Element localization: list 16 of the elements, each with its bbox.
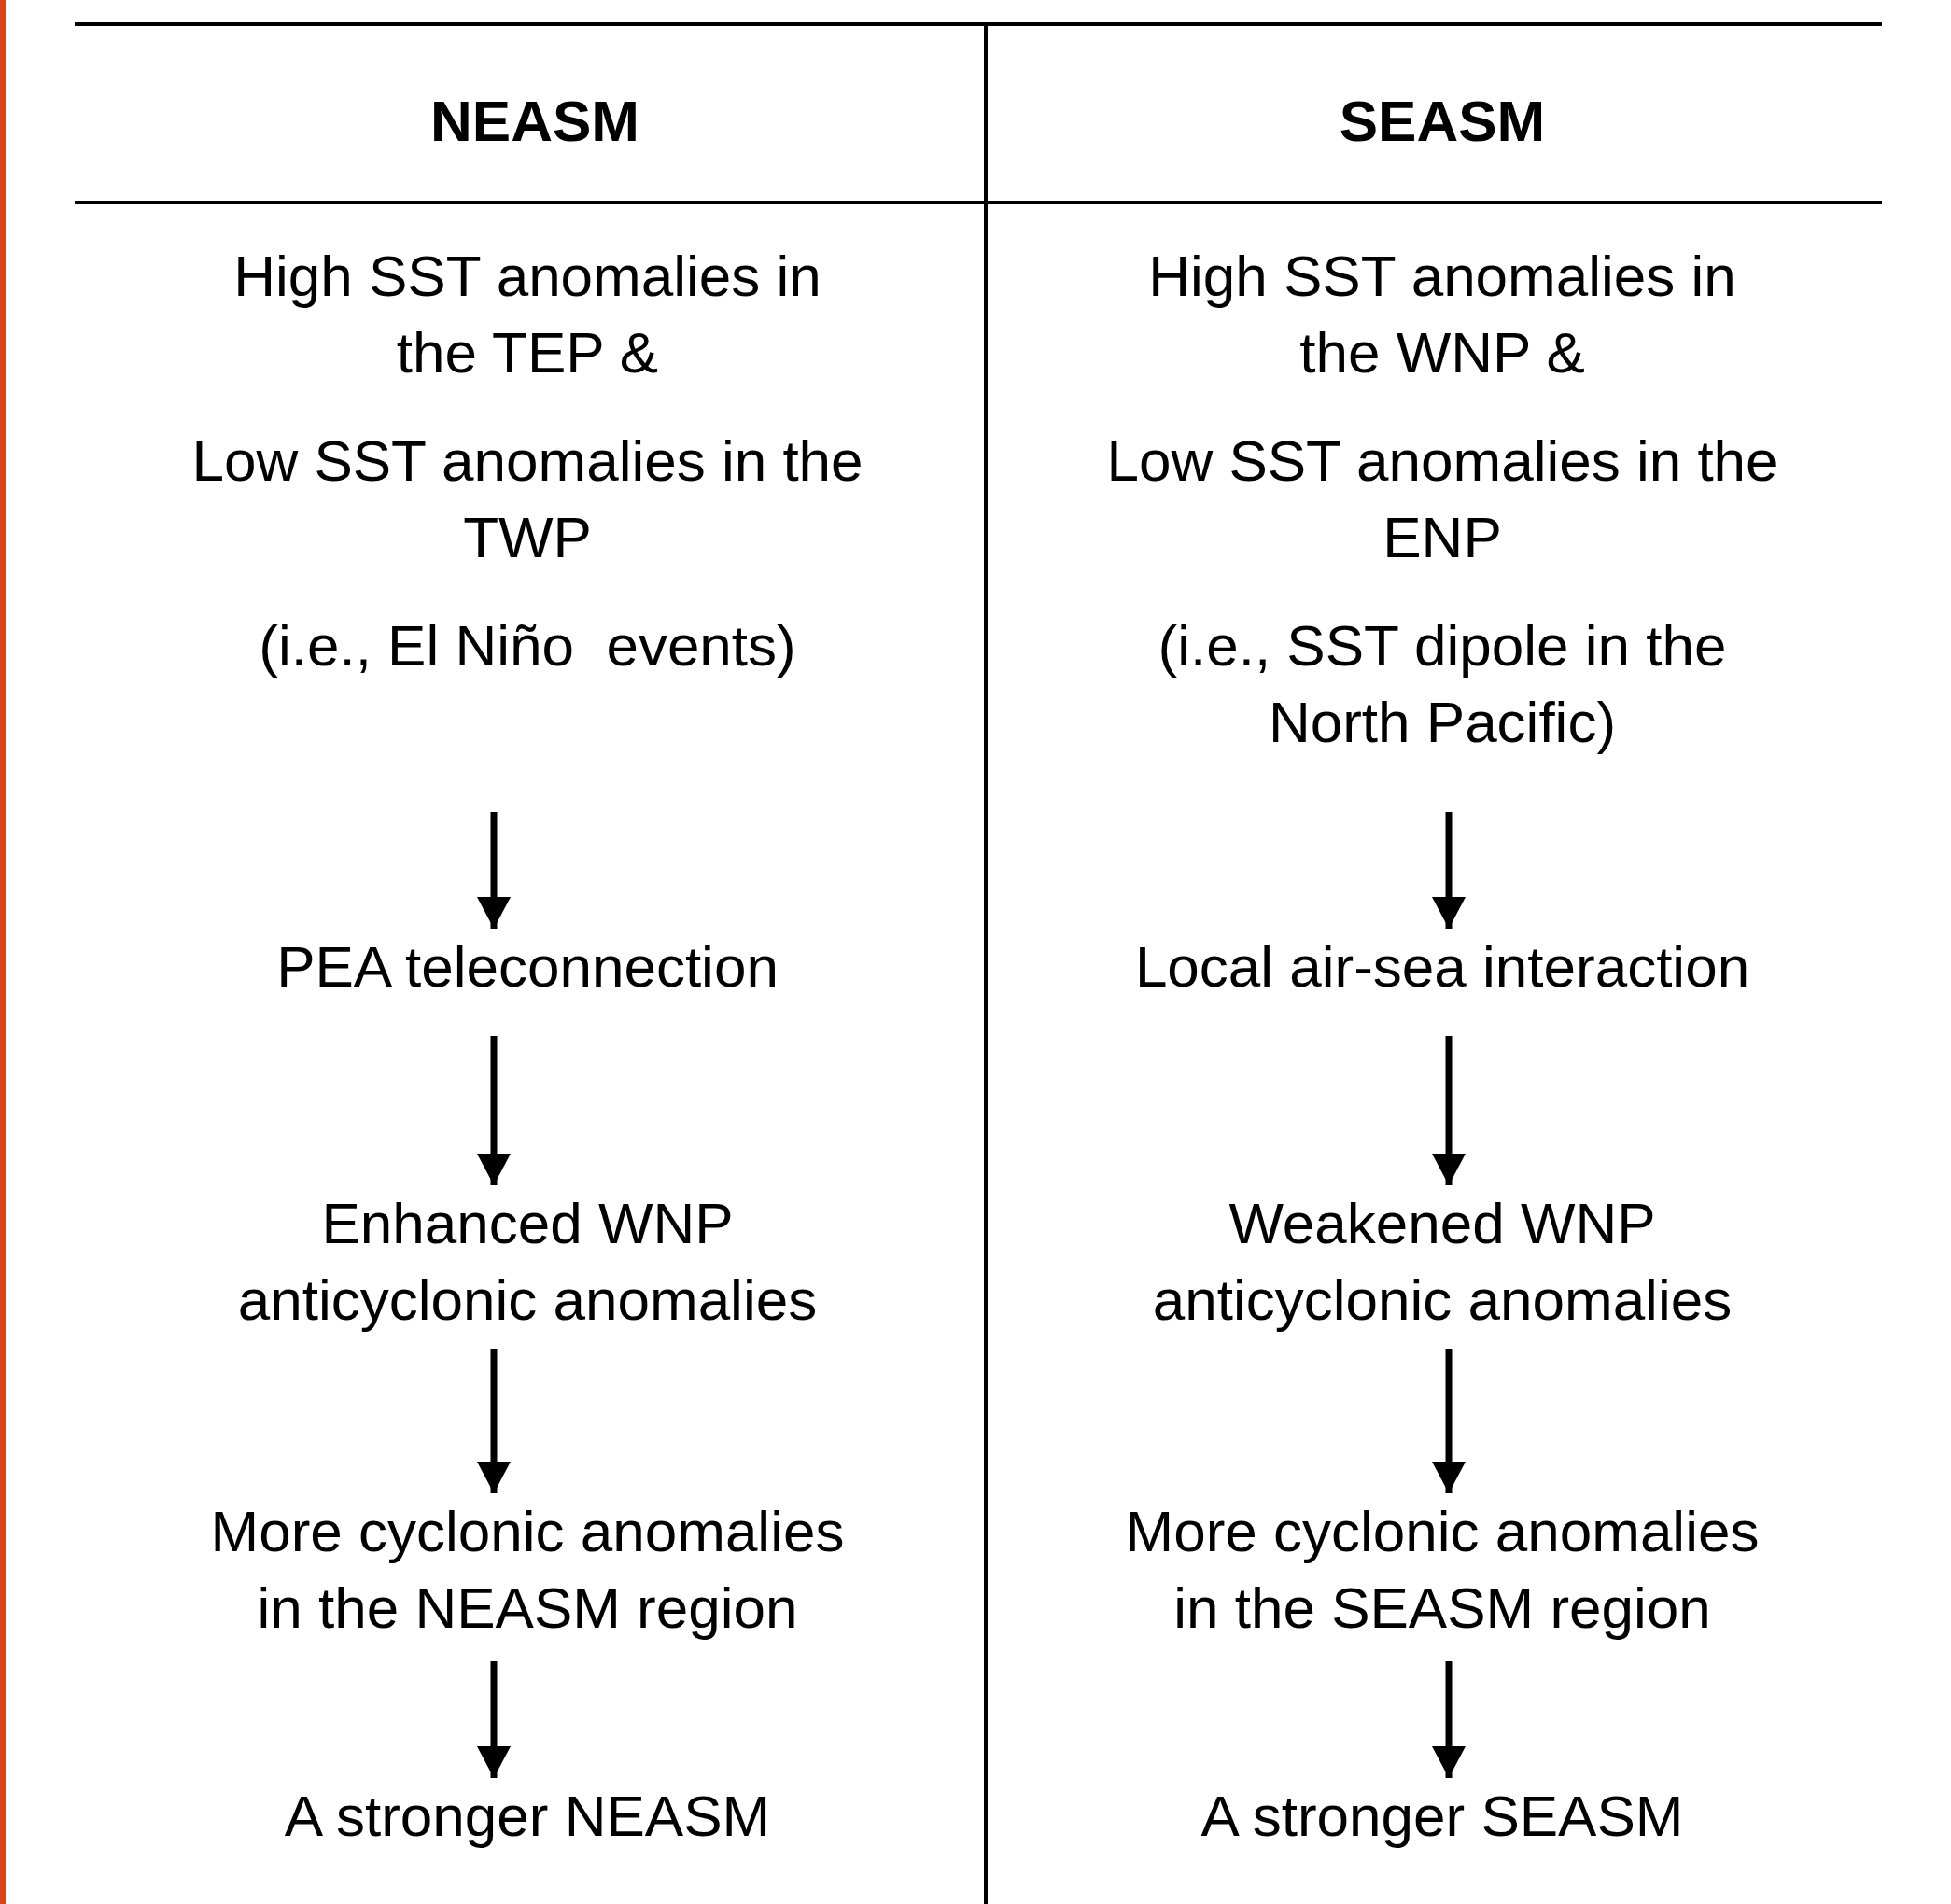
node-text: Low SST anomalies in the TWP	[191, 427, 863, 571]
node-text: Enhanced WNP anticyclonic anomalies	[236, 1190, 819, 1334]
column-header: NEASM	[430, 88, 639, 155]
node-text: (i.e., El Niño events)	[259, 612, 796, 679]
node-text: Weakened WNP anticyclonic anomalies	[1151, 1190, 1733, 1334]
node-text: Low SST anomalies in the ENP	[1106, 427, 1778, 571]
node-text: High SST anomalies in the TEP &	[232, 243, 822, 386]
column-header: SEASM	[1339, 88, 1546, 155]
node-text: A stronger SEASM	[1200, 1783, 1684, 1850]
node-text: PEA teleconnection	[276, 933, 779, 1001]
node-text: More cyclonic anomalies in the SEASM region	[1124, 1498, 1761, 1642]
node-text: (i.e., SST dipole in the North Pacific)	[1157, 612, 1728, 756]
node-text: More cyclonic anomalies in the NEASM region	[209, 1498, 846, 1642]
node-text: A stronger NEASM	[284, 1783, 771, 1850]
node-text: High SST anomalies in the WNP &	[1147, 243, 1737, 386]
node-text: Local air-sea interaction	[1134, 933, 1750, 1001]
